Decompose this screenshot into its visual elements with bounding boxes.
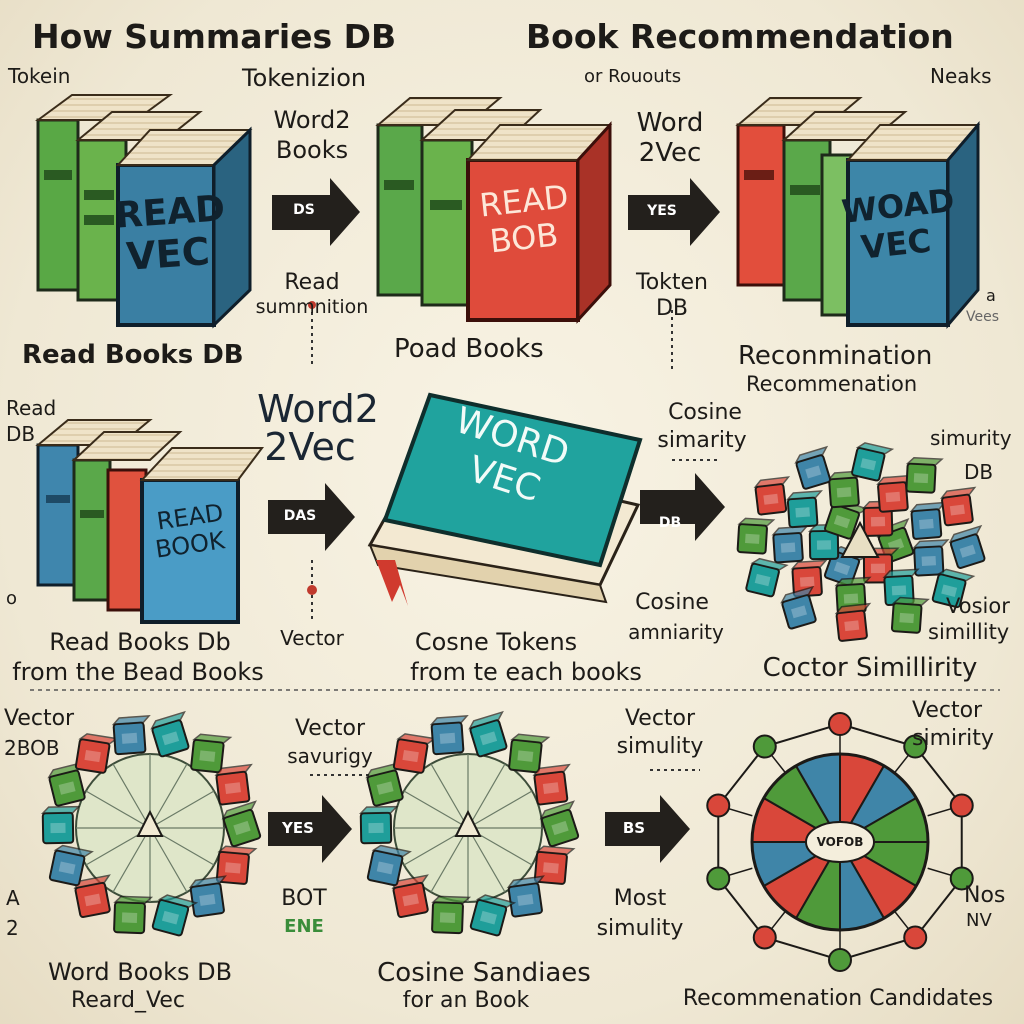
arrow-row2-1-label: DAS	[283, 508, 317, 524]
arrow-row1-2-label: YES	[647, 203, 677, 219]
book-stack-1	[34, 94, 253, 329]
label-simulity: simulity	[616, 734, 704, 759]
book1-cover-line2: VEC	[124, 229, 212, 279]
open-book	[367, 392, 643, 606]
recommendation-wheel	[706, 712, 974, 972]
label-coctor-simillirity: Coctor Simillirity	[762, 653, 978, 683]
label-savurigy: savurigy	[287, 744, 373, 768]
label-summnition: summnition	[255, 296, 369, 318]
label-read: Read	[284, 270, 340, 295]
title-right: Book Recommendation	[526, 17, 954, 56]
label-read-books-db-2: Read Books Db	[49, 628, 231, 656]
book-stack-4	[35, 419, 264, 624]
label-or-rououts: or Rououts	[584, 66, 682, 87]
label-read-db-1: Read	[6, 396, 57, 420]
label-from-each-books: from te each books	[410, 658, 642, 686]
label-most-simulity: simulity	[596, 916, 684, 941]
label-nv: NV	[966, 910, 992, 931]
label-reard-vec: Reard_Vec	[71, 988, 185, 1013]
label-recommenation-candidates: Recommenation Candidates	[682, 986, 994, 1011]
label-cosne-tokens: Cosne Tokens	[414, 628, 578, 656]
cube-ring-left	[40, 710, 262, 937]
arrow-row3-2-label: BS	[622, 819, 646, 837]
label-read-books-db: Read Books DB	[22, 340, 244, 370]
label-vosior: Vosior	[946, 594, 1010, 618]
label-vosior-sim: simillity	[928, 620, 1010, 644]
label-vector-2bob-2: 2BOB	[4, 736, 60, 760]
label-word: Word	[636, 108, 704, 138]
label-amniarity: amniarity	[628, 620, 724, 644]
arrow-row1-1-label: DS	[293, 202, 315, 218]
cube-cluster	[736, 442, 986, 642]
book-stack-2	[375, 97, 613, 324]
arrow-row2-2-label: DB	[658, 515, 682, 531]
label-simurity-db: DB	[964, 460, 994, 484]
wheel-center-label: VOFOB	[816, 835, 864, 849]
label-cosine-2: Cosine	[635, 590, 709, 615]
label-vees: Vees	[966, 309, 1000, 325]
arrow-row2-1	[268, 483, 355, 551]
label-word2: Word2	[273, 106, 351, 134]
arrow-row3-1	[268, 795, 352, 863]
label-simarity: simarity	[657, 428, 747, 453]
label-side-2: 2	[6, 916, 19, 940]
label-recommenation: Recommenation	[746, 372, 918, 396]
label-reconmination: Reconmination	[738, 341, 933, 371]
book1-cover-line1: READ	[113, 188, 227, 237]
label-vector-sim2-2: simirity	[912, 726, 994, 751]
label-books: Books	[275, 136, 349, 164]
label-read-db-3: o	[6, 588, 18, 609]
title-left: How Summaries DB	[32, 17, 397, 56]
label-vector: Vector	[280, 626, 344, 650]
label-tokenizion: Tokenizion	[242, 64, 367, 92]
label-from-bead-books: from the Bead Books	[12, 658, 264, 686]
label-side-a: A	[6, 886, 20, 910]
label-tokten: Tokten	[635, 270, 709, 295]
label-ene: ENE	[284, 916, 324, 937]
label-word-books-db: Word Books DB	[47, 958, 233, 986]
arrow-row3-2	[605, 795, 690, 863]
label-tokein: Tokein	[8, 64, 71, 88]
label-word2vec-1: Word2	[257, 387, 379, 431]
label-vector-sim-1: Vector	[624, 706, 696, 731]
label-db: DB	[655, 296, 689, 321]
label-read-db-2: DB	[6, 422, 36, 446]
label-vector-sav-1: Vector	[294, 716, 366, 741]
label-word2vec-2: 2Vec	[264, 425, 356, 469]
arrow-row2-2	[640, 473, 725, 541]
label-cosine-1: Cosine	[668, 400, 742, 425]
arrow-row3-1-label: YES	[282, 819, 314, 837]
arrow-row1-1	[272, 178, 360, 246]
label-vector-sim2-1: Vector	[912, 698, 983, 723]
label-cosine-sandiaes: Cosine Sandiaes	[377, 958, 591, 988]
label-vector-2bob-1: Vector	[4, 706, 75, 731]
cube-ring-middle	[358, 710, 580, 937]
label-simurity: simurity	[930, 426, 1012, 450]
arrow-row1-2	[628, 178, 720, 246]
label-neaks: Neaks	[930, 64, 992, 88]
book-stack-3	[735, 97, 981, 330]
label-for-an-book: for an Book	[402, 988, 530, 1013]
label-bot: BOT	[281, 886, 327, 911]
label-a: a	[986, 286, 996, 305]
label-2vec: 2Vec	[638, 138, 702, 168]
label-most: Most	[613, 886, 667, 911]
book3-cover-line2: VEC	[859, 221, 933, 267]
book2-cover-line2: BOB	[487, 215, 561, 261]
label-pead-books: Poad Books	[394, 334, 544, 364]
label-nos: Nos	[964, 883, 1006, 908]
